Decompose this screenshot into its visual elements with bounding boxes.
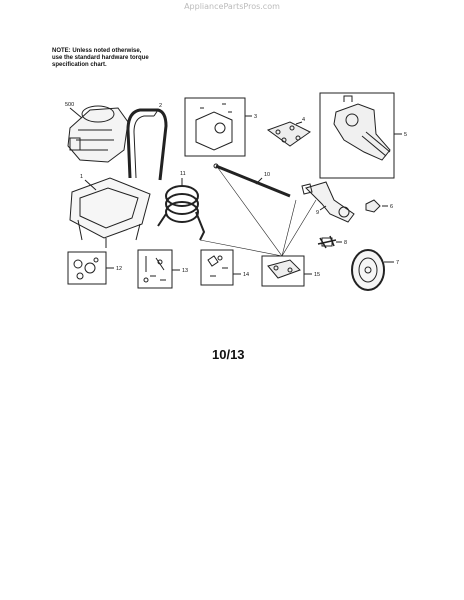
leader-9 — [319, 205, 327, 211]
callout-7: 7 — [396, 260, 399, 266]
leader-10 — [255, 177, 263, 185]
pump-bracket-kit-part[interactable] — [266, 121, 311, 147]
hose-part[interactable] — [157, 185, 206, 241]
kit-14-part[interactable] — [200, 249, 234, 286]
nozzle-part[interactable] — [365, 199, 381, 213]
kit-15-connector-lines — [199, 167, 317, 257]
callout-5: 5 — [404, 132, 407, 138]
page-number: 10/13 — [212, 347, 245, 362]
leader-2 — [153, 109, 159, 117]
wheel-part[interactable] — [351, 249, 385, 291]
kit-13-part[interactable] — [137, 249, 173, 289]
callout-11: 11 — [180, 171, 186, 177]
callout-9: 9 — [316, 210, 319, 216]
handle-part[interactable] — [126, 108, 168, 181]
callout-13: 13 — [182, 268, 188, 274]
note-line-3: specification chart. — [52, 62, 107, 68]
note-line-2: use the standard hardware torque — [52, 55, 149, 61]
frame-part[interactable] — [69, 177, 151, 248]
watermark: AppliancePartsPros.com — [184, 2, 280, 11]
callout-6: 6 — [390, 204, 393, 210]
callout-2: 2 — [159, 103, 162, 109]
callout-12: 12 — [116, 266, 122, 272]
kit-15-part[interactable] — [261, 255, 305, 287]
pump-part[interactable] — [319, 92, 395, 179]
callout-4: 4 — [302, 117, 305, 123]
callout-10: 10 — [264, 172, 270, 178]
callout-1: 1 — [80, 174, 83, 180]
spray-tip-part[interactable] — [317, 235, 337, 249]
callout-8: 8 — [344, 240, 347, 246]
callout-3: 3 — [254, 114, 257, 120]
leader-500 — [69, 107, 83, 119]
callout-14: 14 — [243, 272, 249, 278]
note-line-1: NOTE: Unless noted otherwise, — [52, 48, 142, 54]
callout-15: 15 — [314, 272, 320, 278]
callout-500: 500 — [65, 102, 74, 108]
gun-part[interactable] — [301, 181, 355, 223]
bracket-part[interactable] — [184, 97, 246, 157]
leader-1 — [84, 179, 97, 191]
kit-12-part[interactable] — [67, 251, 107, 285]
engine-part[interactable] — [67, 105, 129, 163]
note-text: NOTE: Unless noted otherwise, use the st… — [52, 48, 162, 69]
leader-4 — [295, 121, 303, 125]
wand-part[interactable] — [213, 163, 291, 198]
